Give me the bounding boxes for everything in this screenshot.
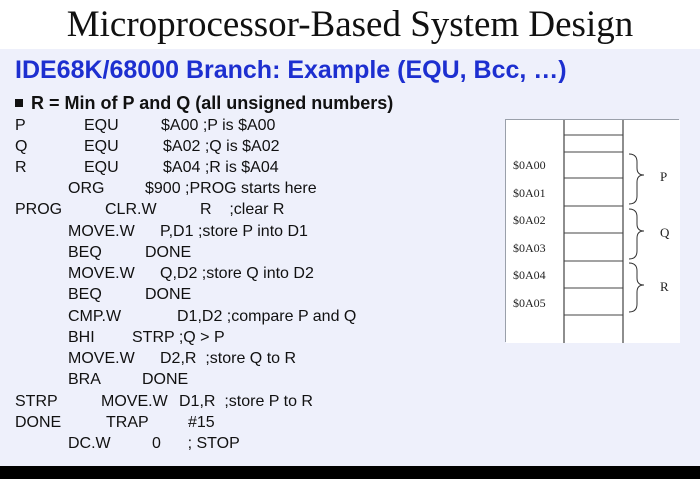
code-label: Q xyxy=(15,138,28,155)
code-args: #15 xyxy=(188,414,215,431)
code-args: D1,R ;store P to R xyxy=(179,393,313,410)
code-args: DONE xyxy=(145,286,192,303)
memory-address-label: $0A02 xyxy=(513,213,546,227)
code-op: EQU xyxy=(84,159,119,176)
slide-title: Microprocessor-Based System Design xyxy=(66,4,634,45)
memory-address-label: $0A05 xyxy=(513,296,546,310)
code-op: CMP.W xyxy=(68,308,122,325)
code-op: EQU xyxy=(84,117,119,134)
square-bullet-icon xyxy=(15,99,23,107)
code-args: P,D1 ;store P into D1 xyxy=(160,223,308,240)
memory-address-label: $0A04 xyxy=(513,268,546,282)
q-brace-icon xyxy=(628,208,645,260)
code-op: TRAP xyxy=(106,414,149,431)
code-op: EQU xyxy=(84,138,119,155)
memory-address-label: $0A01 xyxy=(513,186,546,200)
r-group-label: R xyxy=(660,279,669,294)
code-args: $900 ;PROG starts here xyxy=(145,180,317,197)
code-op: BEQ xyxy=(68,244,102,261)
code-op: DC.W xyxy=(68,435,111,452)
code-args: 0 ; STOP xyxy=(152,435,240,452)
code-args: $A00 ;P is $A00 xyxy=(161,117,276,134)
memory-address-label: $0A00 xyxy=(513,158,546,172)
code-op: BEQ xyxy=(68,286,102,303)
code-args: Q,D2 ;store Q into D2 xyxy=(160,265,314,282)
code-args: STRP ;Q > P xyxy=(132,329,225,346)
code-args: DONE xyxy=(145,244,192,261)
code-op: ORG xyxy=(68,180,105,197)
memory-map-svg: $0A00 $0A01 $0A02 $0A03 $0A04 $0A05 P Q … xyxy=(506,120,680,343)
bottom-bar xyxy=(0,466,700,479)
code-label: P xyxy=(15,117,26,134)
p-brace-icon xyxy=(628,153,645,205)
code-op: BHI xyxy=(68,329,95,346)
bullet-text: R = Min of P and Q (all unsigned numbers… xyxy=(31,93,394,113)
code-label: PROG xyxy=(15,201,63,218)
r-brace-icon xyxy=(628,262,645,313)
code-args: DONE xyxy=(142,371,189,388)
code-op: MOVE.W xyxy=(68,265,135,282)
code-label: R xyxy=(15,159,27,176)
bullet-line: R = Min of P and Q (all unsigned numbers… xyxy=(15,92,393,114)
p-group-label: P xyxy=(660,169,667,184)
code-args: $A04 ;R is $A04 xyxy=(163,159,279,176)
code-op: MOVE.W xyxy=(101,393,168,410)
code-args: D2,R ;store Q to R xyxy=(160,350,297,367)
code-label: STRP xyxy=(15,393,58,410)
code-label: DONE xyxy=(15,414,62,431)
memory-map-background xyxy=(506,120,680,343)
title-area: Microprocessor-Based System Design xyxy=(0,0,700,49)
memory-address-label: $0A03 xyxy=(513,241,546,255)
slide-subtitle: IDE68K/68000 Branch: Example (EQU, Bcc, … xyxy=(15,56,567,84)
code-op: CLR.W xyxy=(105,201,157,218)
code-op: MOVE.W xyxy=(68,350,135,367)
code-op: MOVE.W xyxy=(68,223,135,240)
code-op: BRA xyxy=(68,371,101,388)
q-group-label: Q xyxy=(660,225,670,240)
code-args: R ;clear R xyxy=(200,201,285,218)
memory-map-diagram: $0A00 $0A01 $0A02 $0A03 $0A04 $0A05 P Q … xyxy=(505,119,680,343)
code-args: D1,D2 ;compare P and Q xyxy=(177,308,357,325)
code-args: $A02 ;Q is $A02 xyxy=(163,138,280,155)
